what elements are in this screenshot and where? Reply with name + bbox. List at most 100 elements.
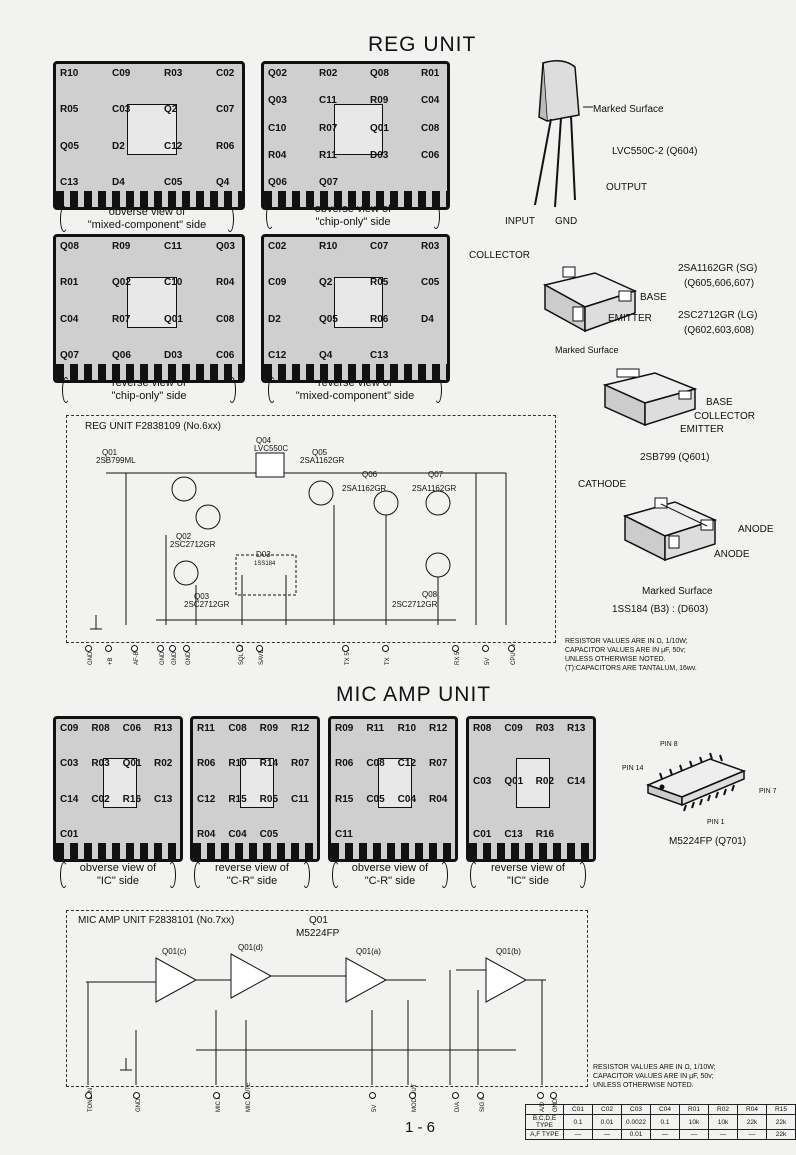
caption-line-2: "C-R" side	[364, 875, 416, 887]
board-part-label: C09	[112, 68, 131, 79]
reg-part-q02: Q02	[176, 532, 192, 541]
reg-board-caption-0: obverse view of"mixed-component" side	[60, 206, 234, 232]
board-part-label: R16	[122, 793, 142, 805]
board-part-label: C06	[421, 149, 440, 161]
edge-pads	[56, 364, 242, 380]
board-part-label: C03	[112, 104, 131, 116]
board-part-label: R05	[259, 793, 279, 805]
table-cell: C02	[592, 1104, 622, 1115]
pin-terminal	[482, 645, 489, 652]
caption-line-1: reverse view of	[112, 377, 186, 389]
board-part-label: Q01	[164, 313, 183, 325]
table-cell: C01	[563, 1104, 593, 1115]
pin-terminal	[243, 1092, 250, 1099]
caption-bracket	[194, 862, 202, 888]
pin-terminal	[409, 1092, 416, 1099]
board-part-label: R13	[567, 723, 586, 734]
caption-line-1: obverse view of	[314, 203, 392, 215]
board-part-label: R09	[259, 723, 279, 734]
reg-schematic-title: REG UNIT F2838109 (No.6xx)	[85, 421, 221, 432]
board-part-label: Q03	[268, 95, 287, 107]
pin-terminal	[452, 645, 459, 652]
diode-pin-cathode: CATHODE	[578, 479, 627, 490]
reg-part-q07-type: 2SA1162GR	[412, 484, 457, 493]
table-cell: 0.0022	[621, 1114, 651, 1130]
q604-pin-input: INPUT	[505, 216, 535, 227]
board-part-label: C13	[370, 350, 389, 361]
reg-schematic-notes: RESISTOR VALUES ARE IN Ω, 1/10W; CAPACIT…	[565, 637, 697, 673]
caption-bracket	[434, 377, 442, 403]
reg-board-caption-1: obverse view of"chip-only" side	[266, 203, 440, 229]
board-part-label: C08	[216, 313, 235, 325]
reg-part-q04: Q04	[256, 436, 272, 445]
mic-note-1: RESISTOR VALUES ARE IN Ω, 1/10W;	[593, 1064, 716, 1071]
schematic-pin-label: 5V	[372, 1104, 378, 1112]
ic-pin7-label: PIN 7	[759, 788, 777, 795]
board-part-label: R07	[291, 758, 310, 770]
caption-bracket	[60, 206, 68, 232]
sb799-package-drawing	[602, 368, 698, 427]
caption-line-1: obverse view of	[351, 862, 429, 874]
caption-bracket	[62, 377, 70, 403]
schematic-pin-label: GND	[186, 651, 192, 665]
caption-bracket	[578, 862, 586, 888]
mic-board-caption-2: obverse view of"C-R" side	[332, 862, 448, 888]
page-number: 1 - 6	[405, 1119, 436, 1136]
board-part-label: R08	[91, 723, 110, 734]
pin-terminal	[157, 645, 164, 652]
board-part-label: R02	[154, 758, 173, 770]
board-part-label: Q05	[60, 140, 79, 152]
sb799-part-name: 2SB799 (Q601)	[640, 452, 710, 463]
caption-bracket	[226, 206, 234, 232]
board-part-label: R16	[535, 829, 555, 840]
board-part-label: C03	[473, 776, 492, 787]
board-part-label: Q06	[112, 350, 131, 361]
caption-line-1: reverse view of	[318, 377, 392, 389]
board-part-label: Q02	[268, 68, 287, 79]
table-cell: 0.01	[592, 1114, 622, 1130]
board-part-label: C12	[397, 758, 417, 770]
board-part-label: R08	[473, 723, 492, 734]
board-part-label: C08	[366, 758, 385, 770]
board-part-label: C12	[164, 140, 183, 152]
reg-part-q08-type: 2SC2712GR	[392, 600, 438, 609]
opamp-q01b-label: Q01(b)	[496, 947, 521, 956]
m5224fp-package-drawing	[645, 752, 747, 812]
board-part-label: D2	[268, 313, 281, 325]
caption-bracket	[266, 203, 274, 229]
board-part-label: R10	[60, 68, 79, 79]
board-part-label: C09	[60, 723, 79, 734]
pin-terminal	[105, 645, 112, 652]
edge-pads	[264, 191, 447, 207]
diode-part-name: 1SS184 (B3) : (D603)	[612, 604, 709, 615]
board-part-label: C09	[504, 723, 523, 734]
table-cell: R01	[679, 1104, 709, 1115]
pin-terminal	[452, 1092, 459, 1099]
board-part-label: C13	[60, 177, 79, 188]
table-cell: R04	[737, 1104, 767, 1115]
table-cell: 22k	[766, 1129, 796, 1140]
board-part-label: C04	[228, 829, 247, 840]
caption-line-1: reverse view of	[215, 862, 289, 874]
board-part-label: D2	[112, 140, 125, 152]
board-part-label: R11	[366, 723, 385, 734]
edge-pads	[264, 364, 447, 380]
caption-bracket	[60, 862, 68, 888]
sb799-pin-emitter: EMITTER	[680, 424, 724, 435]
table-cell: R02	[708, 1104, 738, 1115]
caption-bracket	[440, 862, 448, 888]
reg-part-2sb799ml: 2SB799ML	[96, 456, 136, 465]
caption-bracket	[332, 862, 340, 888]
board-part-label: Q4	[216, 177, 230, 188]
table-cell: —	[737, 1129, 767, 1140]
board-part-label: C07	[370, 241, 389, 252]
board-part-label: R12	[429, 723, 448, 734]
component-outline	[240, 758, 275, 808]
table-cell: —	[592, 1129, 622, 1140]
board-part-label: R02	[535, 776, 555, 787]
caption-line-2: "IC" side	[506, 875, 550, 887]
reg-part-lvc550c: LVC550C	[254, 444, 288, 453]
q604-part-name: LVC550C-2 (Q604)	[612, 146, 698, 157]
